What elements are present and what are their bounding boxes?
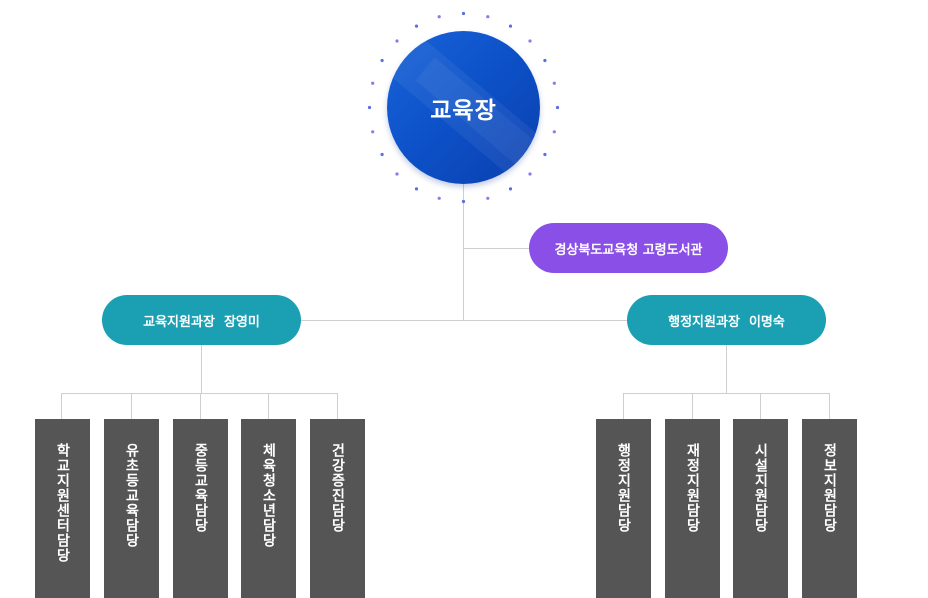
team-box[interactable]: 유초등교육담당 [104, 419, 159, 598]
division-label: 교육지원과장 장영미 [143, 314, 260, 330]
advisory-node[interactable]: 경상북도교육청 고령도서관 [529, 223, 728, 273]
ring-dot [414, 24, 419, 28]
team-label: 건강증진담당 [329, 443, 346, 533]
division-node-education[interactable]: 교육지원과장 장영미 [102, 295, 301, 345]
connector-left-bar [61, 393, 338, 394]
connector-advisory [463, 248, 529, 249]
team-label: 체육청소년담당 [260, 443, 277, 548]
team-label: 재정지원담당 [684, 443, 701, 533]
connector-left-tick-4 [268, 393, 269, 419]
ring-dot [367, 105, 372, 110]
team-box[interactable]: 시설지원담당 [733, 419, 788, 598]
team-label: 정보지원담당 [821, 443, 838, 533]
connector-left-tick-1 [61, 393, 62, 419]
connector-divisions [300, 320, 627, 321]
team-box[interactable]: 재정지원담당 [665, 419, 720, 598]
connector-left-tick-2 [131, 393, 132, 419]
ring-dot [395, 172, 399, 176]
team-box[interactable]: 건강증진담당 [310, 419, 365, 598]
ring-dot [543, 152, 547, 157]
ring-dot [437, 15, 441, 19]
connector-right-bar [623, 393, 829, 394]
advisory-label: 경상북도교육청 고령도서관 [554, 242, 703, 258]
connector-head-stem [463, 184, 464, 320]
ring-dot [437, 196, 441, 200]
team-box[interactable]: 중등교육담당 [173, 419, 228, 598]
ring-dot [543, 58, 547, 63]
head-node[interactable]: 교육장 [387, 31, 540, 184]
connector-left-tick-5 [337, 393, 338, 419]
ring-dot [486, 196, 490, 200]
connector-left-drop [201, 345, 202, 393]
ring-dot [371, 130, 375, 134]
ring-dot [552, 130, 556, 134]
division-node-administration[interactable]: 행정지원과장 이명숙 [627, 295, 826, 345]
connector-right-tick-2 [692, 393, 693, 419]
team-box[interactable]: 체육청소년담당 [241, 419, 296, 598]
connector-right-tick-1 [623, 393, 624, 419]
team-box[interactable]: 정보지원담당 [802, 419, 857, 598]
team-label: 유초등교육담당 [123, 443, 140, 548]
ring-dot [371, 81, 375, 85]
connector-left-tick-3 [200, 393, 201, 419]
team-label: 중등교육담당 [192, 443, 209, 533]
ring-dot [461, 199, 466, 204]
team-label: 시설지원담당 [752, 443, 769, 533]
ring-dot [508, 187, 513, 191]
ring-dot [461, 11, 466, 16]
ring-dot [552, 81, 556, 85]
ring-dot [555, 105, 560, 110]
connector-right-tick-3 [760, 393, 761, 419]
team-box[interactable]: 학교지원센터담당 [35, 419, 90, 598]
connector-right-tick-4 [829, 393, 830, 419]
ring-dot [414, 187, 419, 191]
ring-dot [380, 152, 384, 157]
connector-right-drop [726, 345, 727, 393]
ring-dot [380, 58, 384, 63]
ring-dot [508, 24, 513, 28]
team-box[interactable]: 행정지원담당 [596, 419, 651, 598]
team-label: 행정지원담당 [615, 443, 632, 533]
ring-dot [486, 15, 490, 19]
head-label: 교육장 [430, 97, 497, 124]
ring-dot [528, 39, 532, 43]
team-label: 학교지원센터담당 [54, 443, 71, 563]
division-label: 행정지원과장 이명숙 [668, 314, 785, 330]
